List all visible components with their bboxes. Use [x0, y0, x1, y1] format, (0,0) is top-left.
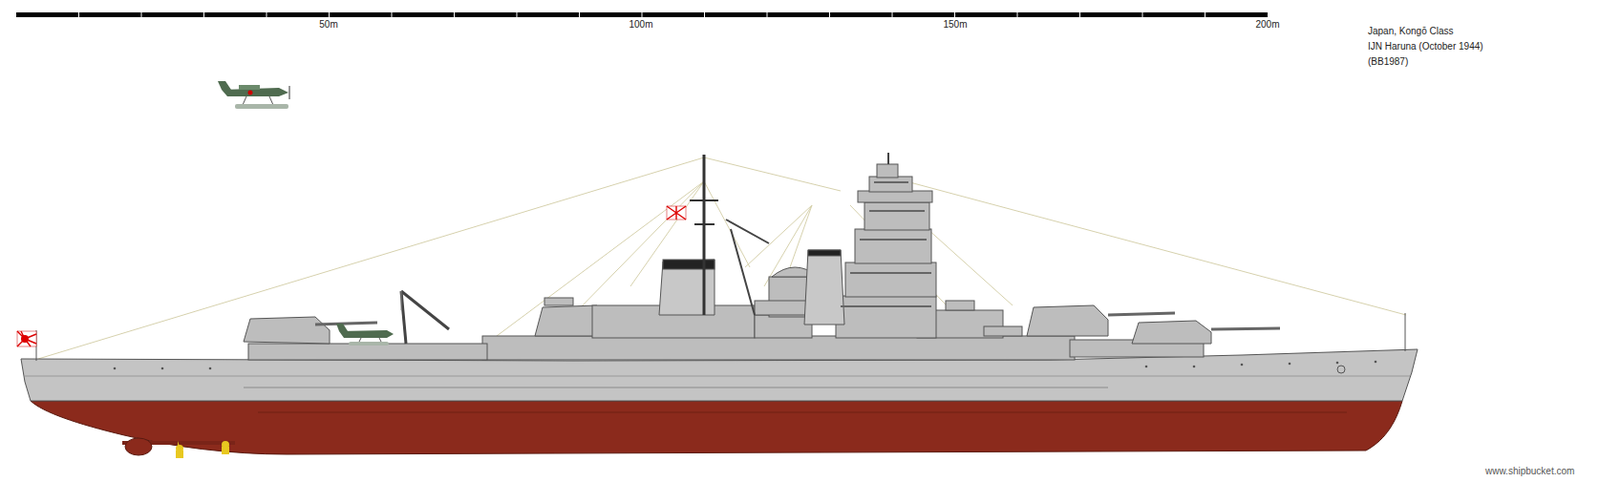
scale-label: 200m: [1255, 19, 1280, 31]
seaplane: [336, 323, 394, 346]
scale-label: 100m: [628, 19, 653, 31]
portholes: [113, 361, 1378, 371]
mainmast: [666, 154, 769, 316]
bridge-windows: [840, 181, 932, 308]
ensign: [17, 330, 37, 362]
drawing-id: (BB1987): [1367, 56, 1408, 68]
hull-bottom: [30, 401, 1403, 455]
ship-name: IJN Haruna (October 1944): [1367, 41, 1484, 53]
rigging: [38, 157, 1407, 360]
superstructure: [243, 164, 1280, 361]
crane: [401, 291, 449, 344]
title-text: Japan, Kongō Class: [1367, 25, 1454, 38]
watermark: www.shipbucket.com: [1485, 466, 1575, 478]
scale-bar: [16, 12, 1268, 18]
scale-label: 150m: [942, 19, 967, 31]
scale-label: 50m: [319, 19, 338, 31]
seaplane: [217, 81, 290, 109]
